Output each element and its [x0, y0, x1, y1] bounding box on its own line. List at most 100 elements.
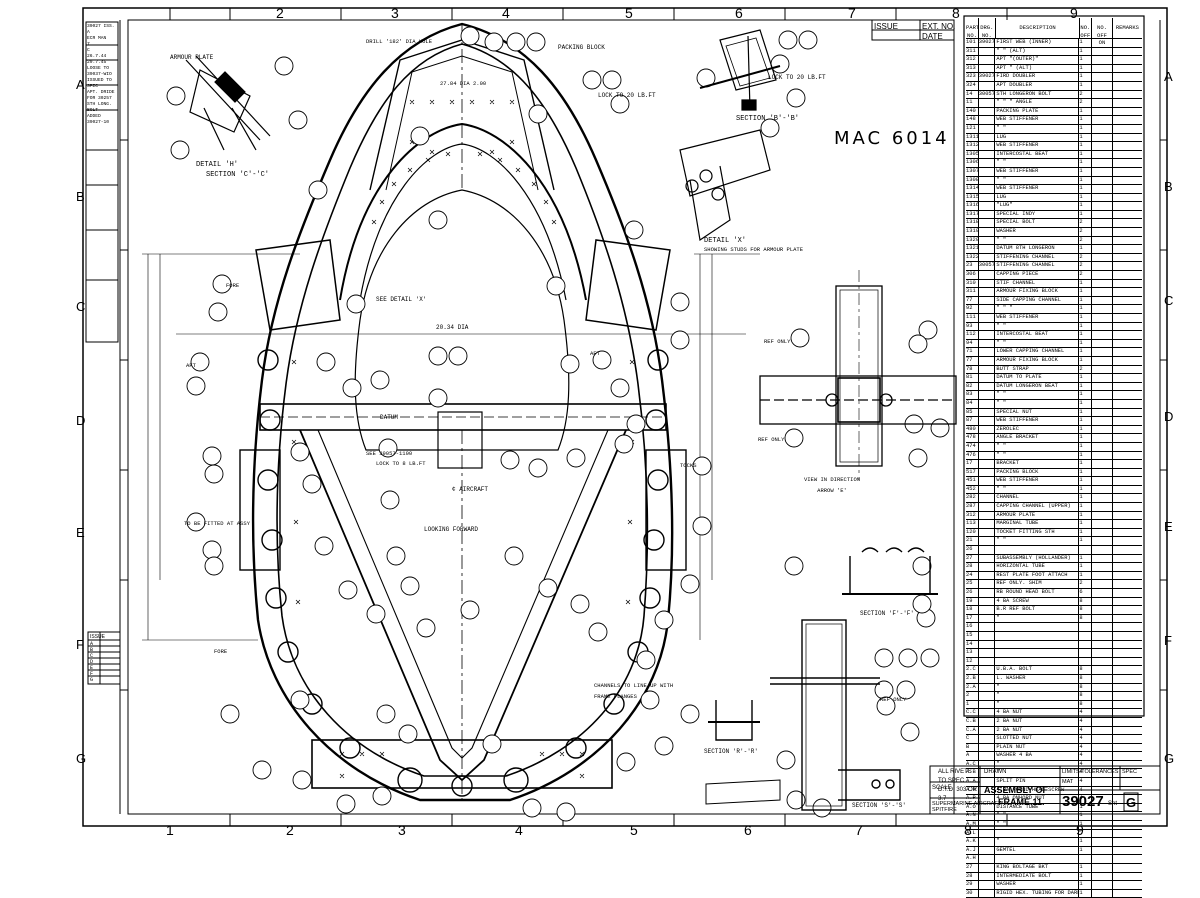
parts-list-cell: " " — [995, 399, 1080, 408]
parts-list-cell — [979, 288, 996, 296]
parts-list-cell — [1092, 434, 1113, 442]
parts-list-cell: " — [995, 838, 1080, 846]
parts-list-cell — [1092, 786, 1113, 795]
parts-list-cell: 1 — [1079, 872, 1093, 881]
parts-list-cell — [1113, 735, 1142, 743]
parts-list-cell — [979, 889, 996, 898]
parts-list-cell — [1092, 537, 1113, 546]
parts-list-cell: C.A — [966, 726, 979, 735]
parts-list-cell: 71 — [966, 348, 979, 356]
parts-list-cell — [1113, 692, 1142, 700]
parts-list-row: 94" "1 — [966, 339, 1142, 349]
parts-list-cell: 1 — [1079, 374, 1093, 382]
parts-list-cell — [1113, 641, 1142, 649]
drawing-linework — [82, 7, 1168, 827]
parts-list-cell: 1 — [1079, 202, 1093, 210]
parts-list-row: A.M" "1 — [966, 821, 1142, 830]
parts-list-cell: 2 — [1079, 228, 1093, 236]
parts-list-cell: 1 — [1079, 391, 1093, 399]
parts-list-cell — [1113, 108, 1142, 116]
parts-list-cell: STIFFENING CHANNEL — [995, 262, 1080, 271]
parts-list-cell: 1 — [1079, 167, 1093, 176]
parts-list-cell: 11 — [966, 99, 979, 107]
parts-list-cell — [1092, 631, 1113, 640]
parts-list-row: 474" "1 — [966, 442, 1142, 452]
parts-list-cell — [1113, 357, 1142, 365]
parts-list-cell — [979, 760, 996, 769]
parts-list-row: A.B"4 — [966, 769, 1142, 779]
parts-list-cell — [1092, 872, 1113, 881]
parts-list-cell — [1113, 400, 1142, 408]
parts-list-row: A.H — [966, 855, 1142, 864]
parts-list-cell — [1113, 48, 1142, 56]
parts-list-cell: A.K — [966, 838, 979, 846]
left-margin-note: LOOSE TO 39037-WIO — [87, 66, 112, 77]
parts-list-cell — [1092, 520, 1113, 528]
header-remarks: REMARKS — [1115, 24, 1139, 31]
parts-list-cell — [979, 829, 996, 838]
parts-list-cell — [1113, 632, 1142, 640]
aircraft-label: SPITFIRE — [932, 807, 957, 813]
parts-list-cell — [979, 176, 996, 185]
parts-list-cell: 39027 — [978, 39, 996, 47]
see-detail-x-label: SEE DETAIL 'X' — [376, 296, 427, 303]
parts-list-cell — [1092, 167, 1113, 176]
parts-list-cell: 23 — [966, 262, 979, 271]
parts-list-cell: APT "(OUTER)" — [995, 56, 1080, 64]
parts-list-cell: 2.C — [966, 666, 979, 674]
parts-list-cell — [1092, 253, 1113, 262]
parts-list-cell — [1092, 365, 1113, 374]
parts-list-cell — [979, 391, 996, 399]
parts-list-cell: 2 — [1079, 253, 1093, 262]
parts-list-cell — [1092, 666, 1113, 674]
parts-list-cell — [979, 709, 996, 717]
parts-list-cell — [1092, 271, 1113, 279]
parts-list-cell — [1113, 520, 1142, 528]
mat-label: MAT — [1062, 779, 1074, 785]
parts-list-cell: 4 — [1079, 778, 1093, 786]
grid-left-g: G — [76, 751, 87, 766]
parts-list-cell: 1 — [1079, 64, 1093, 73]
parts-list-cell — [979, 434, 996, 442]
grid-bottom-3: 3 — [398, 822, 406, 838]
parts-list-cell: U.B.A. BOLT — [995, 666, 1080, 674]
parts-list-cell: 1 — [1079, 356, 1093, 365]
parts-list-cell — [1113, 237, 1142, 245]
grid-bottom-4: 4 — [515, 822, 523, 838]
parts-list-cell: 8 — [1079, 614, 1093, 623]
parts-list-cell — [1113, 348, 1142, 356]
parts-list-cell — [1092, 399, 1113, 408]
parts-list-cell: " — [995, 692, 1080, 700]
parts-list-cell: 14 — [966, 640, 979, 649]
parts-list-cell — [979, 778, 996, 786]
parts-list-cell — [1092, 159, 1113, 167]
parts-list-cell — [979, 614, 996, 623]
parts-list-cell: 1 — [1079, 846, 1093, 855]
parts-list-cell — [1092, 778, 1113, 786]
parts-list-cell: 24 — [966, 571, 979, 580]
parts-list-cell: " — [995, 760, 1080, 769]
lock-to-label: LOCK TO 20 LB.FT — [598, 92, 656, 99]
left-issue-row: G — [90, 677, 94, 683]
parts-list-cell — [1092, 391, 1113, 399]
parts-list-cell — [1092, 339, 1113, 348]
grid-top-8: 8 — [952, 5, 960, 21]
parts-list-cell — [995, 829, 1080, 838]
parts-list-cell: 17 — [966, 614, 979, 623]
parts-list-cell: FIRST WEB (INNER) — [995, 39, 1080, 47]
parts-list-cell: 25 — [966, 580, 979, 588]
header-drg-no: DRG. NO. — [979, 18, 996, 39]
parts-list-cell: 4 — [1079, 726, 1093, 735]
grid-left-c: C — [76, 299, 86, 314]
parts-list-cell — [979, 47, 996, 56]
parts-list-cell: 1 — [1079, 838, 1093, 846]
parts-list-cell: " " — [995, 442, 1080, 451]
parts-list-cell — [1092, 331, 1113, 339]
parts-list-cell — [1092, 674, 1113, 683]
fore-label-1: FORE — [214, 648, 228, 655]
